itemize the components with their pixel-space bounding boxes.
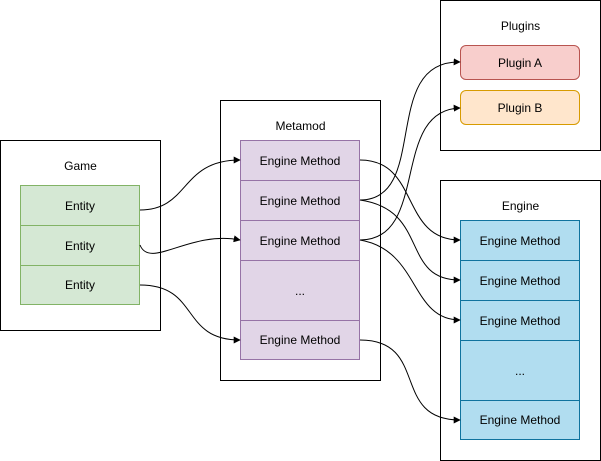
- edge-method2-to-engine2: [359, 199, 461, 284]
- entity-2: Entity: [20, 225, 140, 266]
- engine-method-3: Engine Method: [460, 300, 580, 341]
- edge-entity1-to-method1: [139, 156, 241, 211]
- edge-method1-to-engine1: [359, 159, 461, 244]
- metamod-method-2: Engine Method: [240, 180, 360, 221]
- plugin-a: Plugin A: [460, 45, 580, 80]
- edge-method2-to-plugin-a: [359, 58, 461, 201]
- metamod-title: Metamod: [275, 119, 326, 133]
- metamod-method-3: Engine Method: [240, 220, 360, 261]
- engine-method-4: Engine Method: [460, 400, 580, 440]
- edge-entity3-to-method4: [139, 284, 241, 344]
- engine-title: Engine: [501, 199, 540, 213]
- game-title: Game: [64, 159, 97, 173]
- edge-entity2-to-method3: [139, 235, 241, 254]
- edge-method3-to-plugin-b: [359, 104, 461, 241]
- entity-3: Entity: [20, 265, 140, 305]
- edge-method3-to-engine3: [359, 239, 461, 324]
- plugin-b: Plugin B: [460, 90, 580, 125]
- plugins-title: Plugins: [500, 19, 541, 33]
- metamod-method-4: Engine Method: [240, 320, 360, 360]
- engine-method-2: Engine Method: [460, 260, 580, 301]
- metamod-method-1: Engine Method: [240, 140, 360, 181]
- edge-method4-to-engine4: [359, 339, 461, 424]
- metamod-method-ellipsis: ...: [240, 260, 360, 321]
- engine-method-1: Engine Method: [460, 220, 580, 261]
